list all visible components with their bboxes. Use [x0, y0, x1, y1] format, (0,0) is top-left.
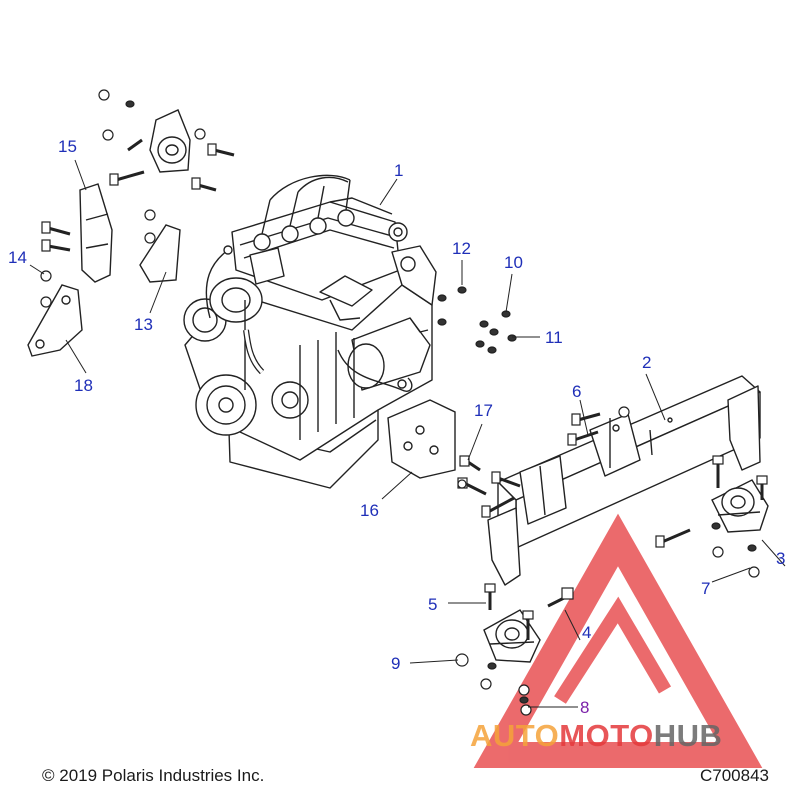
callout-8[interactable]: 8 [580, 698, 590, 717]
engine-assembly[interactable] [183, 174, 437, 489]
engine-mount-upper-bracket[interactable] [149, 109, 191, 173]
callout-5[interactable]: 5 [428, 595, 438, 614]
callout-17[interactable]: 17 [474, 401, 493, 420]
callout-11[interactable]: 11 [545, 328, 563, 347]
watermark-part-moto: MOTO [559, 718, 654, 753]
leader-lines [29, 159, 786, 708]
callout-2[interactable]: 2 [642, 353, 652, 372]
watermark-text: AUTOMOTOHUB [470, 718, 722, 758]
callout-4[interactable]: 4 [582, 623, 592, 642]
callout-10[interactable]: 10 [504, 253, 523, 272]
callout-16[interactable]: 16 [360, 501, 379, 520]
callout-6[interactable]: 6 [572, 382, 582, 401]
callout-7[interactable]: 7 [701, 579, 711, 598]
callout-13[interactable]: 13 [134, 315, 153, 334]
bracket-15[interactable] [79, 183, 113, 283]
engine-mount-left[interactable] [483, 609, 541, 663]
engine-mount-right[interactable] [711, 479, 769, 533]
callout-1[interactable]: 1 [394, 161, 404, 180]
diagram-code: C700843 [700, 766, 770, 785]
callout-14[interactable]: 14 [8, 248, 27, 267]
copyright-notice: © 2019 Polaris Industries Inc. [42, 766, 265, 785]
watermark-logo-icon [473, 513, 763, 768]
callout-18[interactable]: 18 [74, 376, 93, 395]
frame-crossmember[interactable] [487, 375, 761, 586]
callout-15[interactable]: 15 [58, 137, 77, 156]
fasteners [40, 89, 768, 716]
callout-12[interactable]: 12 [452, 239, 471, 258]
callout-3[interactable]: 3 [776, 549, 786, 568]
mount-plate-16[interactable] [387, 399, 456, 479]
watermark-part-auto: AUTO [470, 718, 560, 753]
bracket-18[interactable] [27, 284, 83, 357]
watermark-part-hub: HUB [653, 718, 723, 753]
callout-9[interactable]: 9 [391, 654, 401, 673]
bracket-13[interactable] [139, 224, 181, 283]
